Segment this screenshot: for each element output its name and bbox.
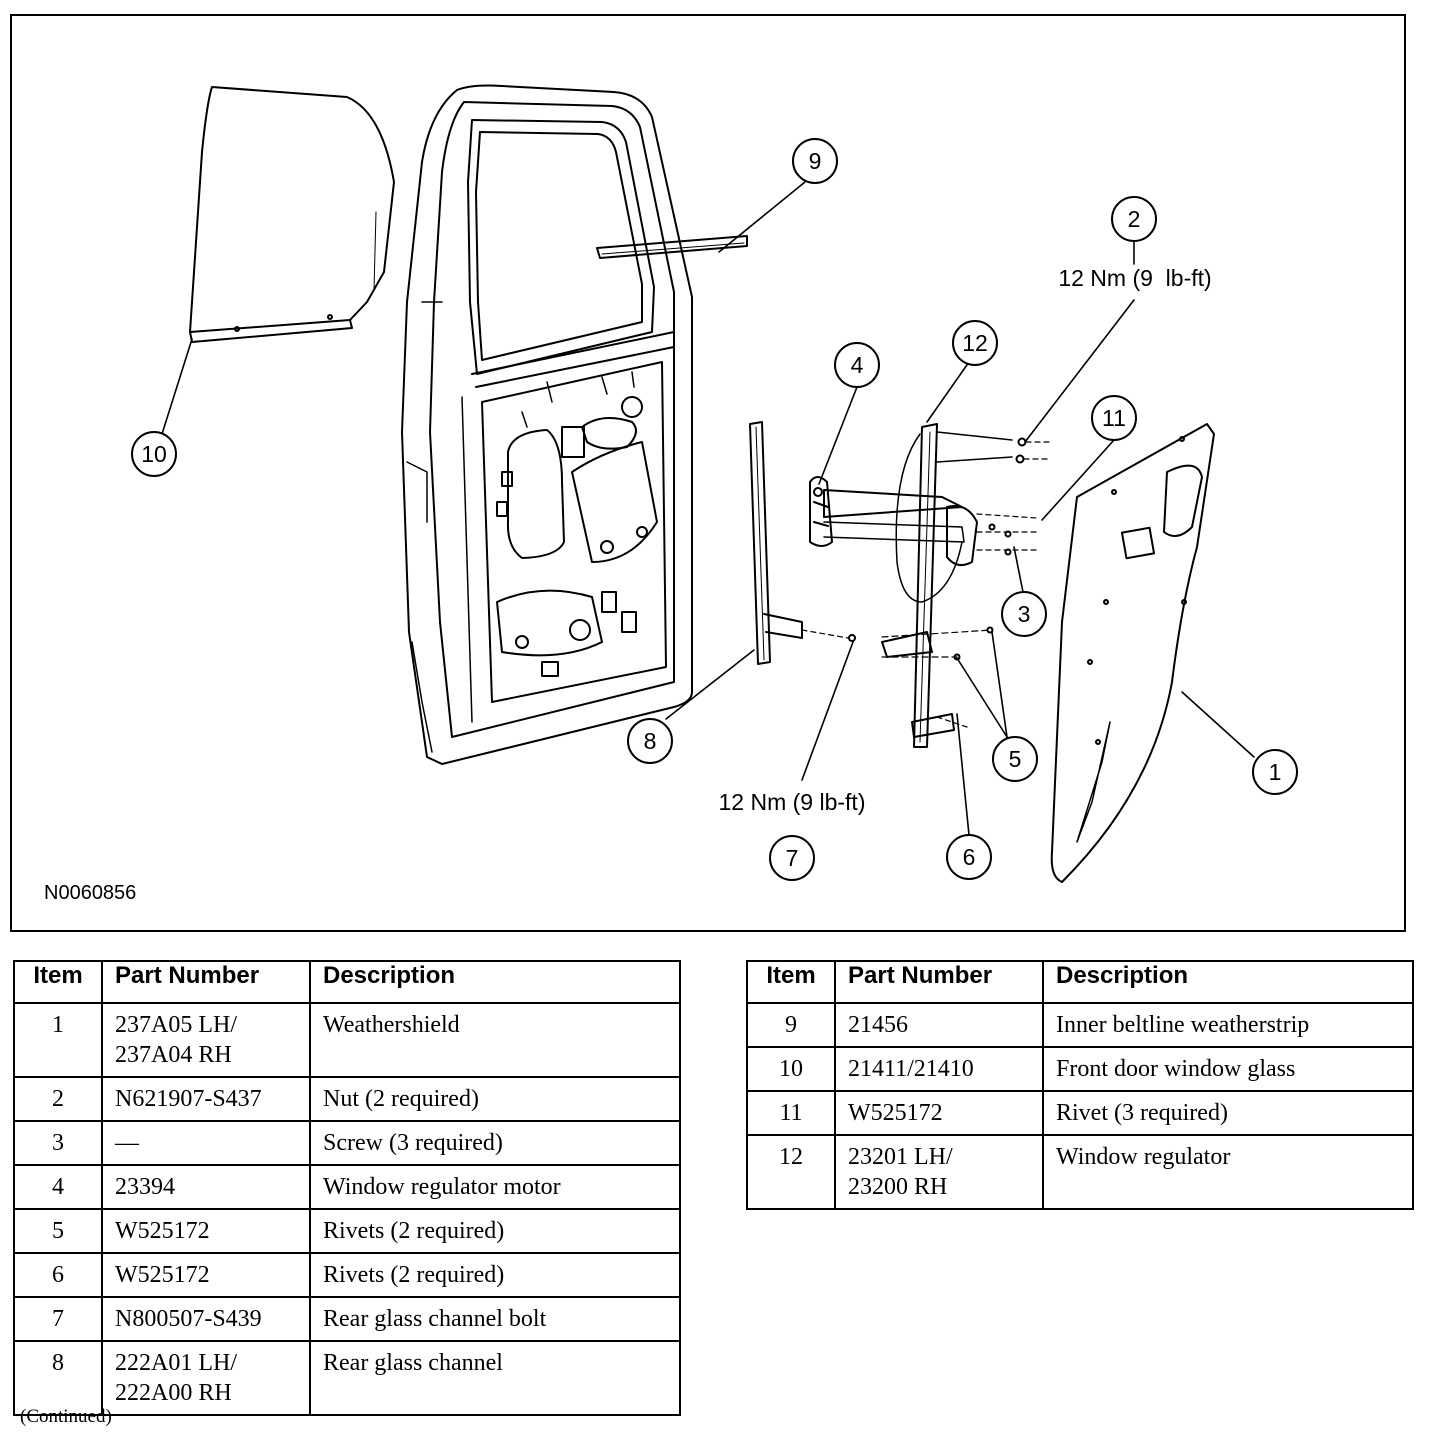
- header-description: Description: [1042, 960, 1414, 1004]
- table-row: 10 21411/21410 Front door window glass: [746, 1046, 1414, 1092]
- table-row: 9 21456 Inner beltline weatherstrip: [746, 1002, 1414, 1048]
- table-row: 7 N800507-S439 Rear glass channel bolt: [13, 1296, 681, 1342]
- continued-note: (Continued): [20, 1406, 112, 1427]
- part-number-cell: 23201 LH/ 23200 RH: [834, 1134, 1044, 1210]
- description-cell: Rivet (3 required): [1042, 1090, 1414, 1136]
- description-cell: Rear glass channel bolt: [309, 1296, 681, 1342]
- table-row: 8 222A01 LH/ 222A00 RH Rear glass channe…: [13, 1340, 681, 1416]
- table-header-row: Item Part Number Description: [746, 960, 1414, 1004]
- leader-lines: [161, 181, 1255, 836]
- regulator-motor-drawing: [809, 476, 833, 547]
- callout-4: 4: [851, 352, 864, 378]
- callout-7: 7: [786, 845, 799, 871]
- table-row: 2 N621907-S437 Nut (2 required): [13, 1076, 681, 1122]
- table-row: 5 W525172 Rivets (2 required): [13, 1208, 681, 1254]
- exploded-view-figure: 1 2 3 4 5 6 7 8 9 10 11 12 12 Nm (9 lb-f…: [10, 14, 1406, 932]
- callout-circles: [131, 138, 1298, 881]
- torque-spec-nut: 12 Nm (9 lb-ft): [1058, 265, 1211, 291]
- callout-5: 5: [1009, 746, 1022, 772]
- table-row: 3 — Screw (3 required): [13, 1120, 681, 1166]
- table-header-row: Item Part Number Description: [13, 960, 681, 1004]
- header-part-number: Part Number: [834, 960, 1044, 1004]
- item-cell: 9: [746, 1002, 836, 1048]
- table-row: 1 237A05 LH/ 237A04 RH Weathershield: [13, 1002, 681, 1078]
- beltline-weatherstrip-drawing: [596, 235, 748, 259]
- part-number-cell: 237A05 LH/ 237A04 RH: [101, 1002, 311, 1078]
- header-description: Description: [309, 960, 681, 1004]
- torque-spec-bolt: 12 Nm (9 lb-ft): [719, 789, 866, 815]
- description-cell: Screw (3 required): [309, 1120, 681, 1166]
- item-cell: 7: [13, 1296, 103, 1342]
- part-number-cell: 21456: [834, 1002, 1044, 1048]
- item-cell: 8: [13, 1340, 103, 1416]
- item-cell: 2: [13, 1076, 103, 1122]
- part-number-cell: N621907-S437: [101, 1076, 311, 1122]
- part-number-cell: W525172: [101, 1208, 311, 1254]
- header-item: Item: [13, 960, 103, 1004]
- description-cell: Rivets (2 required): [309, 1252, 681, 1298]
- part-number-cell: W525172: [834, 1090, 1044, 1136]
- callout-8: 8: [644, 728, 657, 754]
- header-part-number: Part Number: [101, 960, 311, 1004]
- description-cell: Window regulator: [1042, 1134, 1414, 1210]
- callout-3: 3: [1018, 601, 1031, 627]
- table-row: 12 23201 LH/ 23200 RH Window regulator: [746, 1134, 1414, 1210]
- callout-6: 6: [963, 844, 976, 870]
- item-cell: 11: [746, 1090, 836, 1136]
- item-cell: 6: [13, 1252, 103, 1298]
- table-row: 4 23394 Window regulator motor: [13, 1164, 681, 1210]
- fasteners-drawing: [801, 437, 1051, 728]
- description-cell: Rivets (2 required): [309, 1208, 681, 1254]
- item-cell: 3: [13, 1120, 103, 1166]
- parts-table-left: Item Part Number Description 1 237A05 LH…: [13, 960, 681, 1416]
- item-cell: 5: [13, 1208, 103, 1254]
- diagram-drawing: 1 2 3 4 5 6 7 8 9 10 11 12 12 Nm (9 lb-f…: [131, 84, 1298, 883]
- description-cell: Window regulator motor: [309, 1164, 681, 1210]
- table-row: 11 W525172 Rivet (3 required): [746, 1090, 1414, 1136]
- part-number-cell: —: [101, 1120, 311, 1166]
- figure-id: N0060856: [44, 882, 137, 904]
- item-cell: 1: [13, 1002, 103, 1078]
- description-cell: Nut (2 required): [309, 1076, 681, 1122]
- callout-1: 1: [1269, 759, 1282, 785]
- part-number-cell: N800507-S439: [101, 1296, 311, 1342]
- part-number-cell: W525172: [101, 1252, 311, 1298]
- callout-11: 11: [1102, 405, 1126, 431]
- window-regulator-drawing: [823, 423, 1013, 748]
- parts-table-right: Item Part Number Description 9 21456 Inn…: [746, 960, 1414, 1210]
- table-row: 6 W525172 Rivets (2 required): [13, 1252, 681, 1298]
- header-item: Item: [746, 960, 836, 1004]
- item-cell: 4: [13, 1164, 103, 1210]
- item-cell: 10: [746, 1046, 836, 1092]
- callout-10: 10: [141, 441, 167, 467]
- description-cell: Inner beltline weatherstrip: [1042, 1002, 1414, 1048]
- callout-9: 9: [809, 148, 822, 174]
- window-glass-drawing: [189, 86, 395, 343]
- description-cell: Rear glass channel: [309, 1340, 681, 1416]
- part-number-cell: 222A01 LH/ 222A00 RH: [101, 1340, 311, 1416]
- description-cell: Front door window glass: [1042, 1046, 1414, 1092]
- rear-glass-channel-drawing: [749, 421, 803, 665]
- part-number-cell: 23394: [101, 1164, 311, 1210]
- description-cell: Weathershield: [309, 1002, 681, 1078]
- part-number-cell: 21411/21410: [834, 1046, 1044, 1092]
- callout-2: 2: [1128, 206, 1141, 232]
- item-cell: 12: [746, 1134, 836, 1210]
- weathershield-drawing: [1050, 423, 1215, 883]
- callout-12: 12: [962, 330, 988, 356]
- door-inner-panel-drawing: [401, 84, 693, 765]
